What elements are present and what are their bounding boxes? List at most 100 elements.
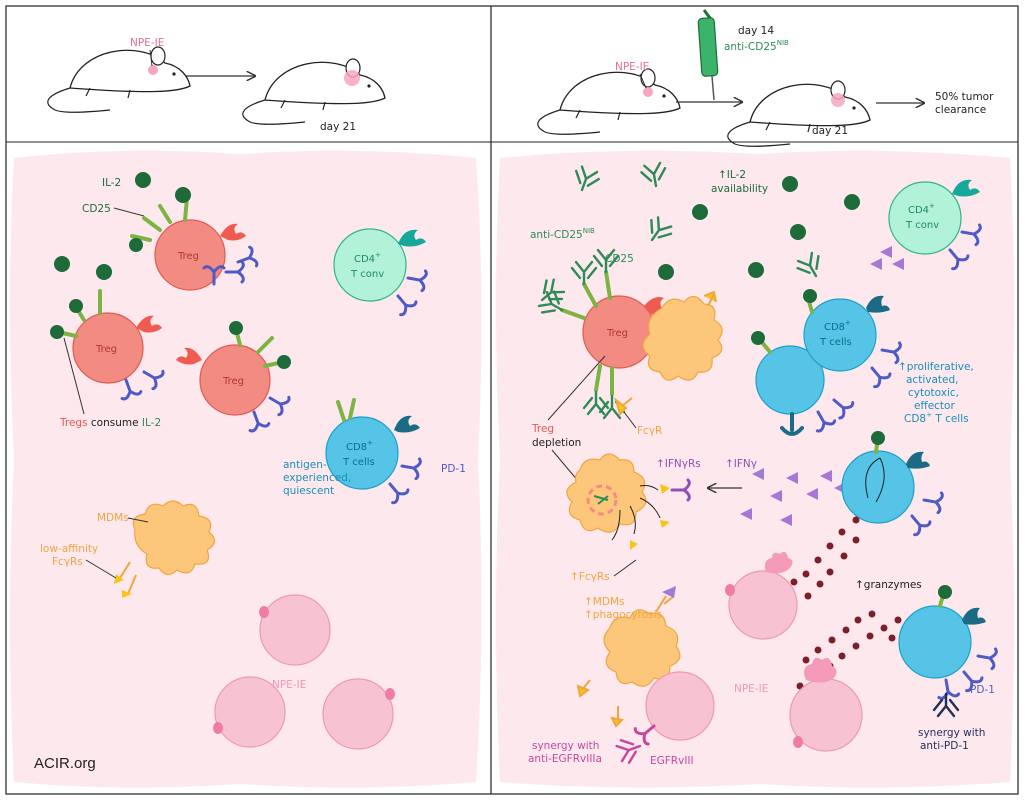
il2-molecule [54,256,70,272]
fcgrs-label: ↑FcγRs [570,571,610,583]
svg-text:T cells: T cells [819,337,852,348]
mdm-macrophage [576,586,681,728]
il2-molecule [748,262,764,278]
mdms-line1: ↑MDMs [584,596,624,608]
fcgr-line2: FcγRs [52,556,83,568]
right-anti-cd25-header: anti-CD25NIB [724,39,789,53]
cd4-tconv-cell: CD4+ T conv [333,228,429,318]
mouse-icon [537,68,681,135]
left-header-schematic: NPE-IE day 21 [47,37,386,133]
svg-text:Treg: Treg [222,376,244,387]
granzymes-label: ↑granzymes [855,579,922,591]
tumor-cell [725,551,798,640]
mouse-icon [47,46,191,113]
left-tissue-background [10,150,482,788]
frame [5,5,1019,795]
prolif-line1: ↑proliferative, [898,361,974,373]
tumor-cell [789,657,863,752]
left-panel: IL-2 CD25 Treg Treg [34,172,466,772]
svg-text:CD4+: CD4+ [354,251,381,265]
il2-molecule [692,204,708,220]
cd4-tconv-cell: CD4+ T conv [870,179,983,272]
tumor-cell [259,594,331,666]
treg-depletion-line2: depletion [532,437,581,449]
il2-molecule [844,194,860,210]
tumor-icon [344,70,360,86]
il2-molecule [790,224,806,240]
left-day21: day 21 [320,121,356,133]
cd8-tcell: CD8+ T cells [325,398,423,506]
cd8-tcell [898,585,999,718]
tumor-cell [322,678,395,750]
il2-molecule [96,264,112,280]
egfr-label: EGFRvIII [650,755,694,767]
right-npe-ie-header: NPE-IE [615,61,649,73]
il2-availability-line2: availability [711,183,768,195]
antigen-line2: experienced, [283,472,351,484]
svg-text:CD8+: CD8+ [824,319,851,333]
svg-text:Treg: Treg [177,251,199,262]
svg-text:T conv: T conv [350,269,384,280]
treg-cell: Treg [176,321,292,434]
prolif-line2: activated, [906,374,958,386]
ifngr-label: ↑IFNγRs [656,458,701,470]
right-npe-ie-label: NPE-IE [734,683,768,695]
syn-egfr-line2: anti-EGFRvIIIa [528,753,602,765]
tumor-cell [213,676,286,748]
svg-text:T conv: T conv [905,220,939,231]
anti-cd25-label: anti-CD25NIB [530,227,595,241]
prolif-line5: CD8+ T cells [904,411,969,425]
il2-molecule [135,172,151,188]
mouse-icon [727,80,871,147]
prolif-line3: cytotoxic, [908,387,959,399]
fcgr-line1: low-affinity [40,543,98,555]
il2-availability-line1: ↑IL-2 [718,169,746,181]
clearance-line1: 50% tumor [935,91,994,103]
tregs-consume-il2-label: Tregs consume IL-2 [59,417,161,429]
syringe-icon [697,9,719,101]
syn-pd1-line2: anti-PD-1 [920,740,969,752]
prolif-line4: effector [914,400,955,412]
left-npe-ie-label: NPE-IE [272,679,306,691]
left-npe-ie-header: NPE-IE [130,37,164,49]
treg-cell: Treg [129,187,260,291]
pd1-label: PD-1 [441,463,466,475]
right-header-schematic: NPE-IE day 14 anti-CD25NIB day 21 50% tu… [537,9,994,147]
il2-molecule [658,264,674,280]
ifng-molecules [740,468,846,526]
ifng-label: ↑IFNγ [725,458,757,470]
cd8-tcell-cluster: CD8+ T cells [751,289,903,436]
tumor-injection-icon [148,65,158,75]
svg-text:Treg: Treg [95,344,117,355]
tumor-cell-egfr [614,671,715,767]
treg-cell: Treg [535,248,670,420]
fcgr-label: FcγR [637,425,662,437]
il2-molecule [782,176,798,192]
svg-text:CD8+: CD8+ [346,439,373,453]
mdm-macrophage [614,290,723,416]
treg-depletion-line1: Treg [531,423,554,435]
acir-logo-text: ACIR.org [34,755,96,772]
mouse-icon [242,58,386,125]
right-panel: ↑IL-2 availability anti-CD25NIB CD25 Tre… [528,161,999,767]
syn-pd1-line1: synergy with [918,727,985,739]
clearance-line2: clearance [935,104,986,116]
mdm-macrophage [114,500,216,598]
svg-text:Treg: Treg [606,328,628,339]
antigen-line1: antigen- [283,459,327,471]
treg-cell: Treg [50,289,166,402]
mdms-label: MDMs [97,512,129,524]
svg-text:T cells: T cells [342,457,375,468]
antigen-line3: quiescent [283,485,334,497]
il2-label: IL-2 [102,177,121,189]
right-day21: day 21 [812,125,848,137]
cd25-label: CD25 [82,203,111,215]
svg-text:CD4+: CD4+ [908,202,935,216]
mdm-phagocytosing [566,453,691,550]
mdms-line2: ↑phagocytosis [584,609,662,621]
cd8-killer-cell [841,431,945,538]
right-day14: day 14 [738,25,774,37]
right-pd1-label: PD-1 [970,684,995,696]
syn-egfr-line1: synergy with [532,740,599,752]
